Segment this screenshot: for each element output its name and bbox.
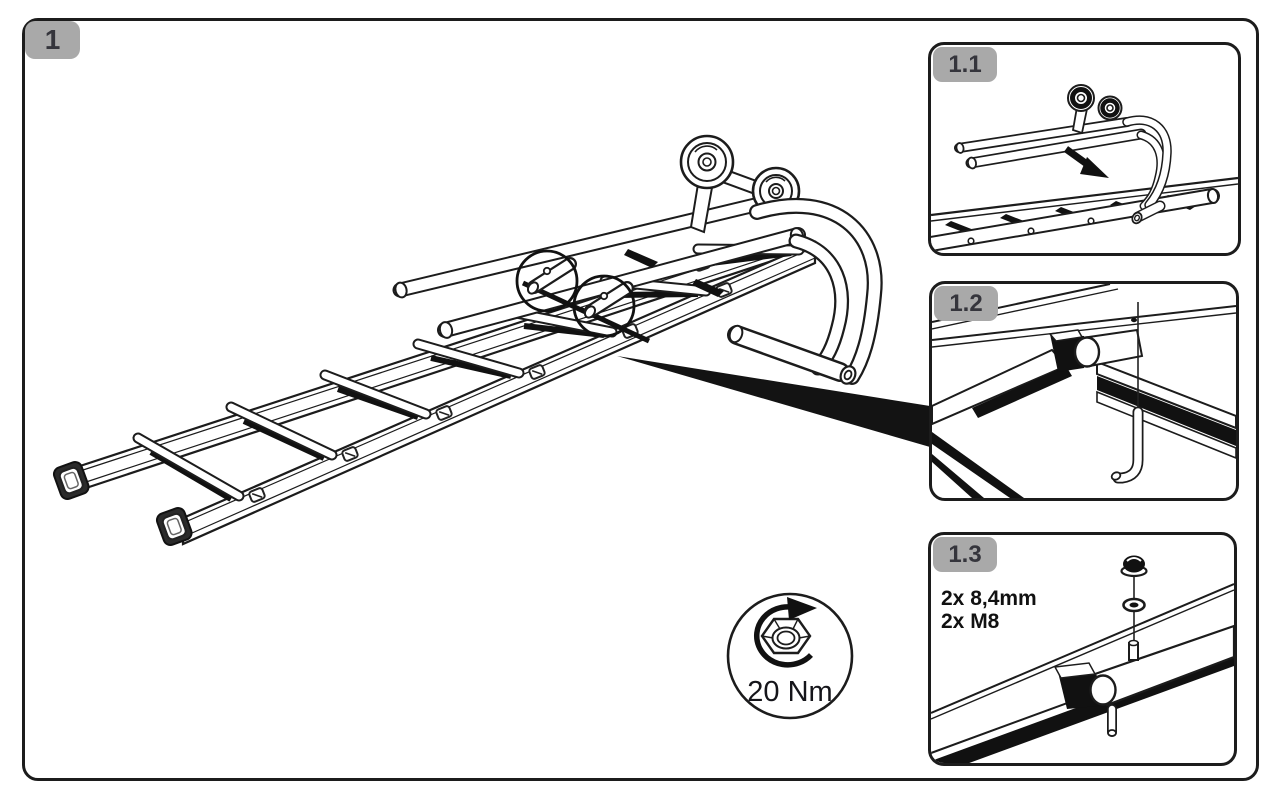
callout-wedge <box>617 356 930 447</box>
highlight-circle <box>572 274 636 338</box>
j-bolt-end <box>1107 704 1117 737</box>
parts-quantity-list: 2x 8,4mm 2x M8 <box>941 587 1037 633</box>
rotation-arrow-icon <box>754 597 817 668</box>
highlight-circle <box>515 249 579 313</box>
substep-badge-1-1: 1.1 <box>933 47 997 82</box>
carrier-crossbars <box>526 257 634 319</box>
detail-panel-1-2: 1.2 <box>929 281 1239 501</box>
screw-icon <box>599 291 609 301</box>
rails <box>932 284 1236 348</box>
lower-rail-strips <box>932 432 1024 498</box>
rail-dark-underside <box>1096 360 1236 459</box>
detail-illustration-hook-bolt-under-rung <box>932 284 1236 498</box>
substep-badge-1-2: 1.2 <box>934 286 998 321</box>
rail-under-rung <box>932 348 1072 426</box>
highlight-circles <box>515 249 636 338</box>
end-cap <box>52 461 90 501</box>
torque-value-label: 20 Nm <box>747 676 833 708</box>
nut-icon <box>760 617 812 655</box>
parts-list-item: 2x M8 <box>941 610 1000 633</box>
roof-hook <box>727 197 883 385</box>
direction-arrow-icon <box>1063 146 1109 178</box>
screw-icon <box>542 266 552 276</box>
threaded-stud <box>1128 639 1139 661</box>
parts-list-item: 2x 8,4mm <box>941 587 1037 610</box>
end-cap <box>155 507 193 547</box>
detail-illustration-washer-nut-fastening <box>931 555 1234 763</box>
rail-end-caps <box>52 461 193 547</box>
substep-badge-1-3: 1.3 <box>933 537 997 572</box>
carrier-tubes <box>954 117 1147 170</box>
bolt-dot <box>1131 317 1137 323</box>
ladder-segment <box>931 176 1238 252</box>
step-number-badge: 1 <box>25 21 80 59</box>
wheel-icon <box>679 134 735 190</box>
detail-panel-1-1: 1.1 <box>928 42 1241 256</box>
washer-icon <box>1122 597 1146 613</box>
wheel-icon <box>1097 95 1123 121</box>
nut-icon <box>1120 555 1148 578</box>
detail-panel-1-3: 2x 8,4mm 2x M8 1.3 <box>928 532 1237 766</box>
crossbar-tube <box>1053 624 1234 709</box>
detail-illustration-place-hook-carrier <box>931 84 1238 252</box>
rung-end <box>1048 328 1144 372</box>
wheel-icon <box>1067 84 1095 135</box>
torque-icon <box>726 592 854 720</box>
j-bolt-icon <box>1110 406 1144 484</box>
roof-hook <box>1122 115 1172 225</box>
